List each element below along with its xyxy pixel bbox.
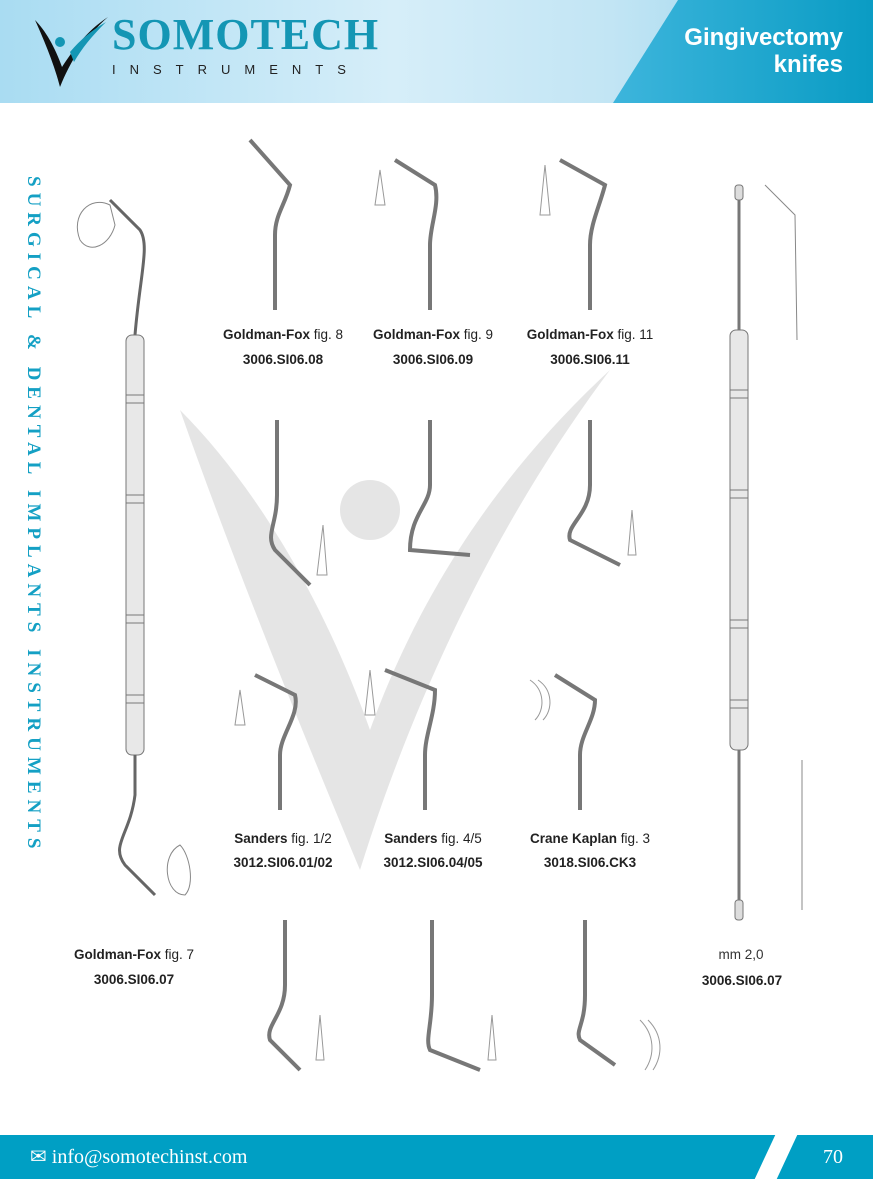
title-line-2: knifes [773,51,843,78]
instrument-sanders-rear-image [267,920,325,1072]
side-category-text: SURGICAL & DENTAL IMPLANTS INSTRUMENTS [23,176,44,855]
instrument-sanders-45-image [364,668,438,810]
product-code: 3006.SI06.07 [93,972,175,987]
instrument-fig11-image [539,158,608,310]
footer-divider [754,1135,798,1179]
instrument-right-image [729,184,803,921]
product-fig: fig. 9 [463,327,494,342]
instrument-sanders-45-rear-image [426,920,497,1072]
product-name-text: Goldman-Fox [372,327,460,342]
instrument-sanders-image [234,673,298,810]
product-fig: fig. 1/2 [291,831,332,846]
instrument-fig11-rear-image [567,420,637,567]
title-line-1: Gingivectomy [684,24,843,51]
email-text[interactable]: info@somotechinst.com [51,1146,248,1168]
page-title: Gingivectomy knifes [684,24,843,78]
product-code: 3018.SI06.CK3 [543,855,637,870]
product-code: 3006.SI06.07 [701,973,783,988]
product-name: Sanders fig. 1/2 [234,831,332,847]
instrument-goldman-fox-7-image [76,198,191,897]
product-name: Goldman-Fox fig. 9 [373,327,493,343]
instrument-crane-kaplan-image [529,673,598,810]
footer: ✉ info@somotechinst.com 70 [0,1135,873,1179]
product-name-text: Sanders [384,831,438,846]
product-name-text: Goldman-Fox [222,327,310,342]
product-code: 3006.SI06.08 [242,352,324,367]
product-name: Crane Kaplan fig. 3 [530,831,650,847]
product-name-text: Goldman-Fox [73,947,161,962]
instrument-fig9-rear-image [407,420,471,557]
instrument-fig9-image [374,158,439,310]
product-code: 3012.SI06.01/02 [233,855,333,870]
instrument-fig8-image [248,138,293,310]
product-fig: fig. 3 [620,831,651,846]
instrument-crane-kaplan-rear-image [576,920,661,1071]
product-name: Goldman-Fox fig. 11 [527,327,654,343]
brand-name: SOMOTECH [112,10,380,59]
product-name: Goldman-Fox fig. 7 [74,947,194,963]
footer-email[interactable]: ✉ info@somotechinst.com [30,1145,247,1169]
product-name: Goldman-Fox fig. 8 [223,327,343,343]
brand-subtitle: INSTRUMENTS [112,62,360,77]
product-name-text: Goldman-Fox [526,327,614,342]
somotech-logo-icon [35,17,108,87]
product-fig: fig. 11 [617,327,654,342]
product-fig: fig. 4/5 [441,831,482,846]
product-code: 3012.SI06.04/05 [383,855,483,870]
envelope-icon: ✉ [30,1146,47,1168]
size-label: mm 2,0 [718,947,764,962]
product-name-text: Crane Kaplan [529,831,617,846]
product-code: 3006.SI06.09 [392,352,474,367]
header: SOMOTECH INSTRUMENTS Gingivectomy knifes [0,0,873,103]
product-fig: fig. 7 [164,947,195,962]
product-name-text: Sanders [234,831,288,846]
instrument-fig8-rear-image [269,420,328,587]
product-code: 3006.SI06.11 [550,352,630,367]
product-fig: fig. 8 [313,327,344,342]
page-number: 70 [823,1146,843,1168]
watermark-logo-icon [180,370,610,870]
product-name: Sanders fig. 4/5 [384,831,482,847]
